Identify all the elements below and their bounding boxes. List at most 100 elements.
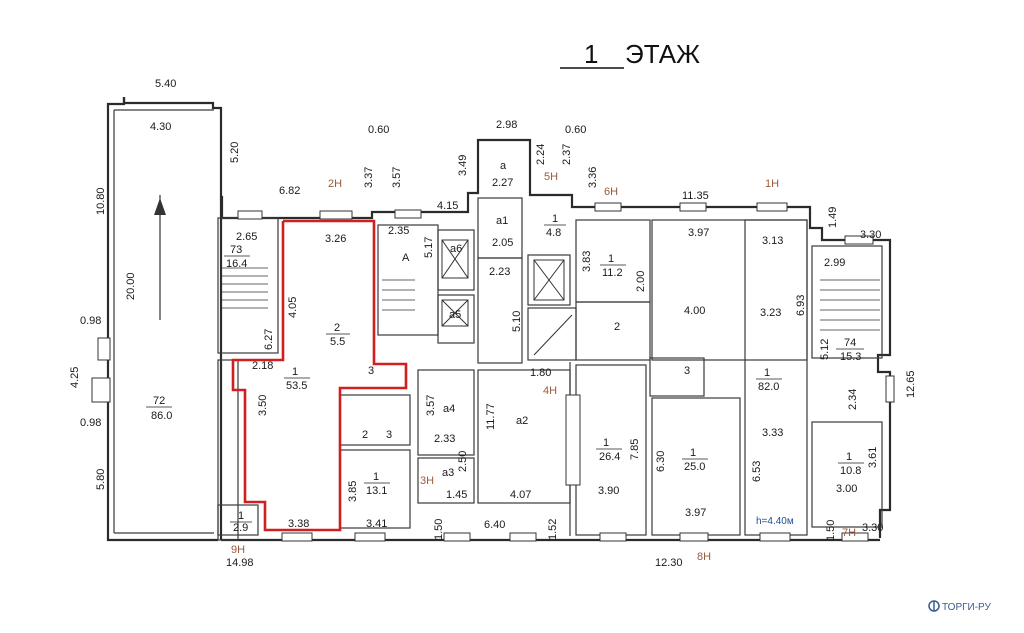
room-4-8: 1 4.8 (544, 213, 566, 239)
west-wing-walls (91, 97, 223, 542)
room-area: 2.9 (233, 522, 248, 534)
dim-label: 3.00 (836, 483, 857, 495)
unit-label: 1Н (765, 178, 779, 190)
room-marks: A a a1 a6 a5 a4 a2 a3 2 3 2 3 3 (362, 160, 690, 479)
room-number: 1 (846, 451, 852, 463)
dim-label: 1.45 (446, 489, 467, 501)
room-13-1: 1 13.1 (364, 471, 390, 497)
dim-label: 3.38 (288, 518, 309, 530)
dim-label: 2.50 (457, 451, 469, 472)
room-number: 73 (230, 244, 242, 256)
room-26-4: 1 26.4 (596, 437, 622, 463)
dim-label: 2.24 (535, 144, 547, 165)
unit-labels: 2Н 5Н 6Н 1Н 4Н 3Н 9Н 8Н 7Н (231, 171, 856, 563)
dim-label: 3.97 (688, 227, 709, 239)
dim-label: 2.98 (496, 119, 517, 131)
room-number: 1 (603, 437, 609, 449)
dim-label: 4.05 (287, 297, 299, 318)
room-72: 72 86.0 (146, 395, 172, 422)
unit-label: 5Н (544, 171, 558, 183)
dim-label: 6.40 (484, 519, 505, 531)
unit-label: 2Н (328, 178, 342, 190)
dim-label: 6.27 (263, 329, 275, 350)
dim-label: 20.00 (125, 272, 137, 300)
room-number: 1 (764, 367, 770, 379)
torgi-ru-watermark: ТОРГИ-РУ (928, 600, 991, 613)
dim-label: 3.30 (860, 229, 881, 241)
dim-label: 4.30 (150, 121, 171, 133)
dim-label: 3.61 (867, 447, 879, 468)
floor-title-number: 1 (584, 39, 598, 69)
dim-label: 1.50 (825, 520, 837, 541)
room-number: 74 (844, 337, 856, 349)
dim-label: 3.97 (685, 507, 706, 519)
dim-label: 6.82 (279, 185, 300, 197)
dim-label: 11.77 (485, 403, 497, 430)
unit-label: 4Н (543, 385, 557, 397)
watermark-text: ТОРГИ-РУ (942, 602, 991, 613)
dim-label: 2.34 (847, 389, 859, 410)
dim-label: 3.33 (762, 427, 783, 439)
room-area: 10.8 (840, 465, 861, 477)
room-mark: 3 (368, 365, 374, 377)
dim-label: 3.57 (391, 167, 403, 188)
room-mark: A (402, 252, 410, 264)
dim-label: 12.30 (655, 557, 683, 569)
dim-label: 3.13 (762, 235, 783, 247)
room-number: 72 (153, 395, 165, 407)
dim-label: 2.65 (236, 231, 257, 243)
highlighted-premises-outline (231, 219, 408, 532)
room-labels: 72 86.0 73 16.4 2 5.5 1 53.5 1 13.1 1 2.… (146, 213, 864, 534)
dim-label: 3.36 (587, 167, 599, 188)
room-area: 82.0 (758, 381, 779, 393)
dim-label: 1.50 (433, 519, 445, 540)
dim-label: 2.23 (489, 266, 510, 278)
room-mark: 3 (386, 429, 392, 441)
dim-label: 2.99 (824, 257, 845, 269)
dim-label: 0.98 (80, 417, 101, 429)
room-mark: a6 (450, 243, 462, 255)
room-number: 1 (608, 253, 614, 265)
dim-label: 3.26 (325, 233, 346, 245)
room-5-5: 2 5.5 (326, 322, 350, 348)
room-mark: a2 (516, 415, 528, 427)
room-mark: a (500, 160, 507, 172)
room-area: 5.5 (330, 336, 345, 348)
dim-label: 2.35 (388, 225, 409, 237)
room-mark: a3 (442, 467, 454, 479)
room-2-9: 1 2.9 (230, 510, 252, 534)
room-10-8: 1 10.8 (838, 451, 864, 477)
unit-label: 8Н (697, 551, 711, 563)
dim-label: 3.41 (366, 518, 387, 530)
room-number: 1 (238, 510, 244, 522)
dim-label: 2.37 (561, 144, 573, 165)
room-82-0: 1 82.0 (756, 367, 782, 393)
unit-label: 3Н (420, 475, 434, 487)
room-mark: a1 (496, 215, 508, 227)
room-mark: a5 (449, 309, 461, 321)
dim-label: 4.00 (684, 305, 705, 317)
room-area: 15.3 (840, 351, 861, 363)
dim-label: 5.10 (511, 311, 523, 332)
dim-label: 3.83 (581, 251, 593, 272)
dim-label: 5.17 (423, 237, 435, 258)
dim-label: 3.37 (363, 167, 375, 188)
dim-label: 3.30 (862, 522, 883, 534)
dim-label: 6.30 (655, 451, 667, 472)
unit-label: 6Н (604, 186, 618, 198)
room-mark: a4 (443, 403, 455, 415)
room-mark: 3 (684, 365, 690, 377)
dim-label: 4.07 (510, 489, 531, 501)
dim-label: 3.50 (257, 395, 269, 416)
room-area: 4.8 (546, 227, 561, 239)
dim-label: 6.93 (795, 295, 807, 316)
unit-label: 9Н (231, 544, 245, 556)
dim-label: 4.25 (69, 367, 81, 388)
room-area: 25.0 (684, 461, 705, 473)
dim-label: 5.40 (155, 78, 176, 90)
dim-label: 5.80 (95, 469, 107, 490)
dim-label: 2.27 (492, 177, 513, 189)
torgi-logo-icon (928, 600, 940, 612)
room-area: 53.5 (286, 380, 307, 392)
